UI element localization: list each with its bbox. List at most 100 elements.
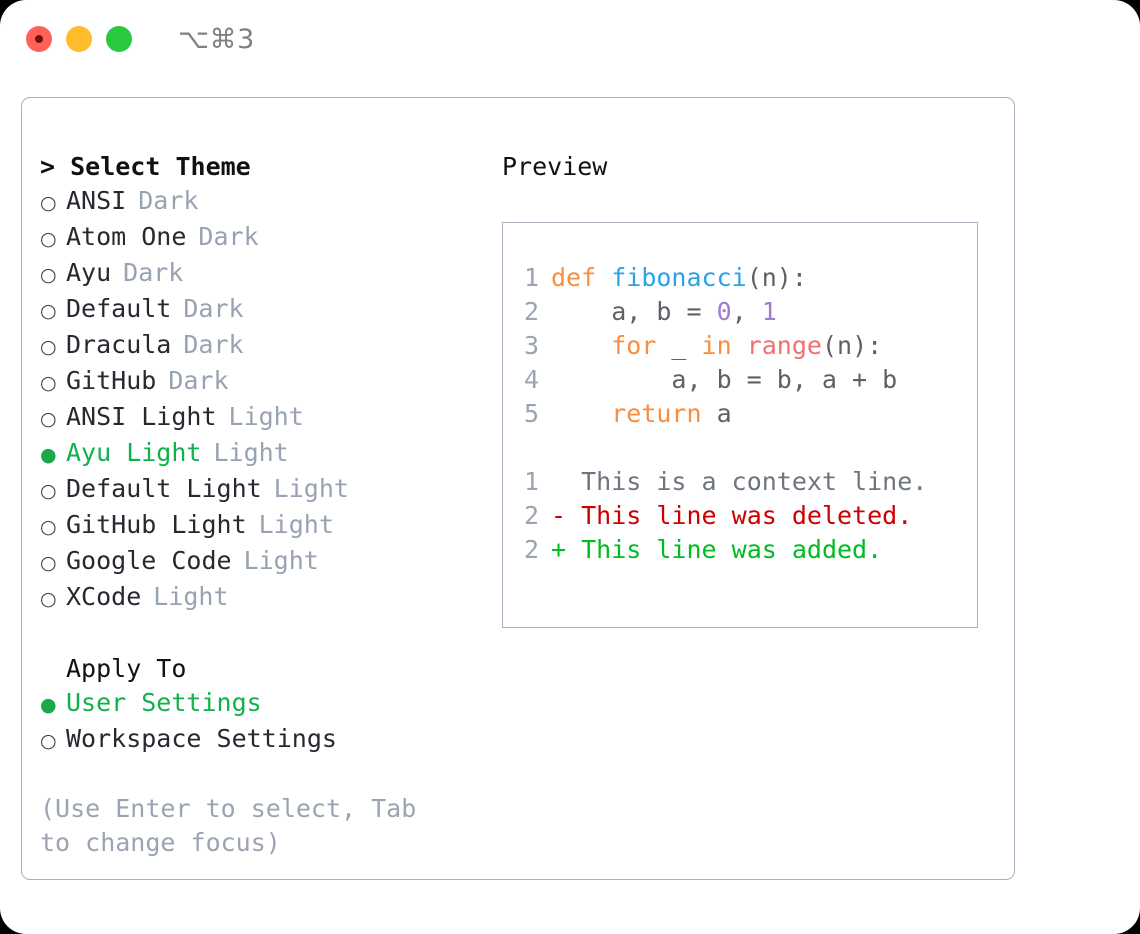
radio-unselected-icon: ○ <box>40 192 57 214</box>
code-line-text: a, b = b, a + b <box>551 363 897 397</box>
theme-option-xcode[interactable]: ○ XCode Light <box>40 580 502 616</box>
code-token-kw: for <box>611 331 657 360</box>
apply-to-option-label: User Settings <box>66 688 262 717</box>
code-token-kw: def <box>551 263 612 292</box>
apply-to-option-user-settings[interactable]: ●User Settings <box>40 686 502 722</box>
code-line-text: for _ in range(n): <box>551 329 882 363</box>
code-token-plain: a <box>701 399 732 428</box>
window-shortcut-label: ⌥⌘3 <box>178 23 255 55</box>
diff-sample: 1 This is a context line.2- This line wa… <box>517 465 977 567</box>
diff-gap <box>566 467 581 496</box>
apply-to-option-workspace-settings[interactable]: ○Workspace Settings <box>40 722 502 758</box>
theme-option-label: Default <box>66 294 172 323</box>
preview-title: Preview <box>502 152 608 181</box>
code-token-plain: (n): <box>746 263 807 292</box>
theme-option-tag: Light <box>243 546 319 575</box>
radio-unselected-icon: ○ <box>40 300 57 322</box>
traffic-light-group <box>26 26 132 52</box>
theme-option-ansi[interactable]: ○ ANSI Dark <box>40 184 502 220</box>
theme-option-tag: Light <box>228 402 304 431</box>
diff-line-text: This is a context line. <box>551 465 927 499</box>
apply-to-heading: Apply To <box>66 654 187 683</box>
diff-content: This line was deleted. <box>581 501 913 530</box>
maximize-window-button[interactable] <box>106 26 132 52</box>
theme-option-label: Atom One <box>66 222 187 251</box>
line-number: 3 <box>523 331 539 360</box>
theme-option-tag: Dark <box>168 366 229 395</box>
code-line: 2 a, b = 0, 1 <box>517 295 977 329</box>
minimize-window-button[interactable] <box>66 26 92 52</box>
code-token-plain: , <box>731 297 762 326</box>
theme-option-tag: Light <box>273 474 349 503</box>
theme-option-dracula[interactable]: ○ Dracula Dark <box>40 328 502 364</box>
line-number: 5 <box>523 399 539 428</box>
diff-gap <box>566 535 581 564</box>
radio-unselected-icon: ○ <box>40 588 57 610</box>
diff-line-context: 1 This is a context line. <box>517 465 977 499</box>
theme-option-label: Default Light <box>66 474 262 503</box>
theme-option-label: Ayu Light <box>66 438 202 467</box>
diff-line-text: - This line was deleted. <box>551 499 912 533</box>
code-line: 5 return a <box>517 397 977 431</box>
radio-unselected-icon: ○ <box>40 552 57 574</box>
theme-option-default-light[interactable]: ○ Default Light Light <box>40 472 502 508</box>
line-number: 1 <box>523 263 539 292</box>
code-token-num: 1 <box>761 297 777 326</box>
radio-unselected-icon: ○ <box>40 336 57 358</box>
theme-option-default[interactable]: ○ Default Dark <box>40 292 502 328</box>
line-number: 1 <box>523 467 539 496</box>
radio-unselected-icon: ○ <box>40 480 57 502</box>
theme-option-tag: Dark <box>183 330 244 359</box>
apply-to-section: Apply To ●User Settings○Workspace Settin… <box>40 652 502 758</box>
code-line-text: def fibonacci(n): <box>551 261 807 295</box>
diff-line-text: + This line was added. <box>551 533 882 567</box>
theme-pane-title: > Select Theme <box>40 152 251 181</box>
radio-unselected-icon: ○ <box>40 372 57 394</box>
line-number: 2 <box>523 535 539 564</box>
radio-selected-icon: ● <box>40 444 57 466</box>
theme-option-tag: Light <box>153 582 229 611</box>
diff-sign <box>551 467 566 496</box>
diff-sign: + <box>551 535 567 564</box>
close-window-button[interactable] <box>26 26 52 52</box>
diff-sign: - <box>551 501 567 530</box>
keyboard-hint-text: (Use Enter to select, Tab to change focu… <box>40 794 417 857</box>
line-number: 4 <box>523 365 539 394</box>
code-token-plain <box>551 331 611 360</box>
line-number: 2 <box>523 297 539 326</box>
code-token-plain <box>551 399 611 428</box>
spacer <box>517 431 977 465</box>
theme-option-label: GitHub Light <box>66 510 247 539</box>
apply-to-option-label: Workspace Settings <box>66 724 337 753</box>
theme-option-google-code[interactable]: ○ Google Code Light <box>40 544 502 580</box>
theme-option-label: Ayu <box>66 258 112 287</box>
code-token-fn: fibonacci <box>611 263 747 292</box>
theme-option-tag: Dark <box>138 186 199 215</box>
theme-option-label: Dracula <box>66 330 172 359</box>
code-line-text: return a <box>551 397 732 431</box>
title-bar: ⌥⌘3 <box>0 0 1140 78</box>
code-token-plain: _ <box>656 331 702 360</box>
theme-option-label: ANSI Light <box>66 402 217 431</box>
theme-option-tag: Dark <box>183 294 244 323</box>
radio-unselected-icon: ○ <box>40 228 57 250</box>
apply-to-option-list: ●User Settings○Workspace Settings <box>40 686 502 758</box>
code-token-plain: (n): <box>821 331 883 360</box>
theme-option-label: Google Code <box>66 546 232 575</box>
code-line: 1 def fibonacci(n): <box>517 261 977 295</box>
code-token-plain: a, b = b, a + b <box>551 365 898 394</box>
theme-option-label: XCode <box>66 582 142 611</box>
code-token-plain <box>732 331 747 360</box>
theme-option-label: ANSI <box>66 186 127 215</box>
